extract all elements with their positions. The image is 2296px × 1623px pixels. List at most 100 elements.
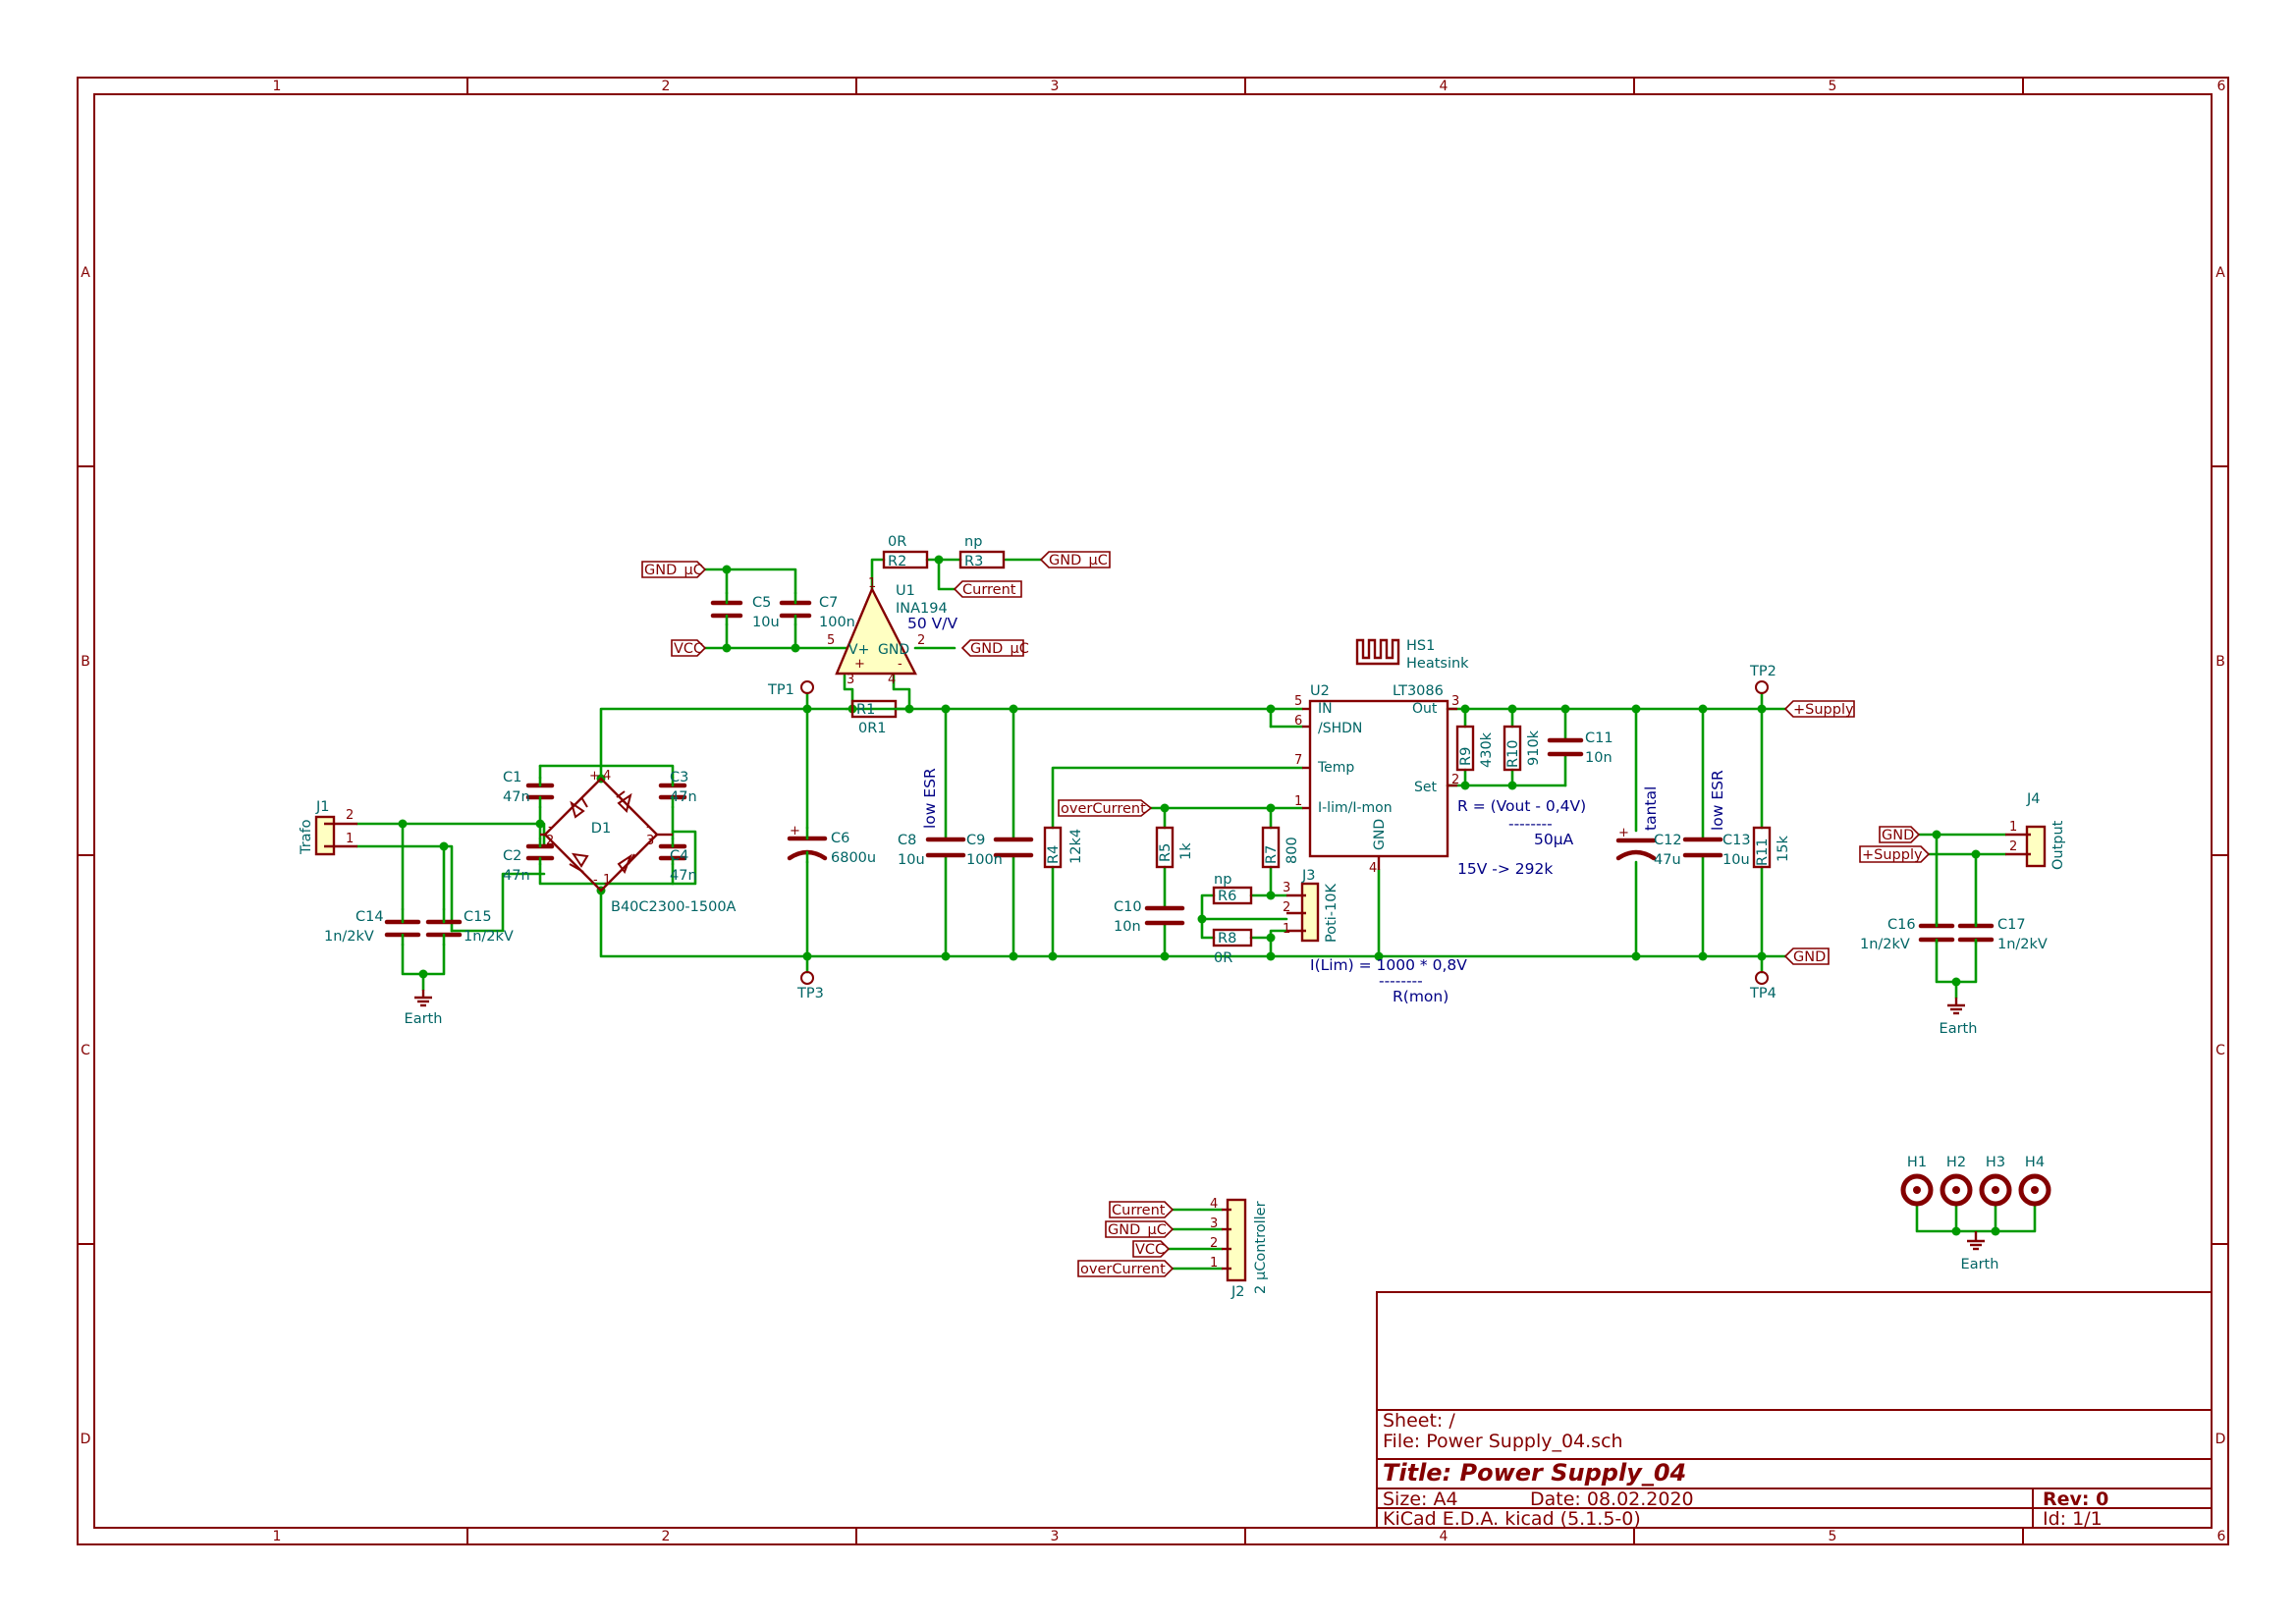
c8-ref: C8 bbox=[898, 833, 916, 848]
c6-value: 6800u bbox=[831, 850, 876, 866]
svg-text:GND: GND bbox=[1793, 949, 1826, 965]
row-label: C bbox=[2215, 1043, 2225, 1058]
earth-symbol-right: Earth bbox=[1940, 998, 1977, 1037]
net-label-supply-out[interactable]: +Supply bbox=[1783, 700, 1855, 718]
capacitor-c7[interactable]: C7 100n bbox=[779, 591, 855, 630]
tb-tool: KiCad E.D.A. kicad (5.1.5-0) bbox=[1383, 1508, 1641, 1530]
tb-rev: Rev: 0 bbox=[2043, 1488, 2108, 1510]
pin-number: 5 bbox=[827, 633, 835, 648]
pin-number: 4 bbox=[1210, 1197, 1218, 1212]
earth-symbol-holes: Earth bbox=[1961, 1231, 1998, 1272]
pin-number: 4 bbox=[603, 769, 611, 784]
net-label-gnd-j4[interactable]: GND bbox=[1879, 826, 1921, 843]
svg-text:GND_µC: GND_µC bbox=[1108, 1222, 1167, 1238]
capacitor-c9[interactable]: C9 100n bbox=[966, 833, 1034, 868]
capacitor-c8[interactable]: C8 10u low ESR bbox=[898, 768, 966, 868]
capacitor-c14[interactable]: C14 1n/2kV bbox=[324, 907, 421, 947]
net-label-j2-current[interactable]: Current bbox=[1109, 1201, 1175, 1218]
bridge-rectifier-d1[interactable]: D1 + 4 - 2 - 3 - 1 B40C2300-1500A bbox=[540, 769, 737, 915]
row-label: D bbox=[2215, 1432, 2226, 1447]
svg-text:GND_µC: GND_µC bbox=[970, 641, 1029, 657]
testpoint-tp2[interactable]: TP2 bbox=[1749, 664, 1777, 694]
capacitor-c4[interactable]: C4 47n bbox=[658, 837, 697, 884]
resistor-r10[interactable]: R10 910k bbox=[1503, 725, 1542, 772]
mounting-hole-h2[interactable]: H2 bbox=[1940, 1155, 1973, 1207]
pin-number: 2 bbox=[1451, 773, 1459, 787]
net-label-gnd-uc-2[interactable]: GND_µC bbox=[960, 639, 1029, 657]
tb-size: Size: A4 bbox=[1383, 1488, 1458, 1510]
net-label-gnd-out[interactable]: GND bbox=[1783, 947, 1830, 965]
testpoint-tp4[interactable]: TP4 bbox=[1749, 971, 1777, 1001]
tp3-ref: TP3 bbox=[796, 986, 824, 1001]
capacitor-c17[interactable]: C17 1n/2kV bbox=[1957, 917, 2048, 952]
capacitor-c12[interactable]: + C12 47u tantal bbox=[1615, 786, 1682, 868]
connector-j3[interactable]: J3 Poti-10K 3 2 1 bbox=[1283, 868, 1339, 943]
resistor-r3[interactable]: R3 np bbox=[958, 534, 1006, 569]
capacitor-c15[interactable]: C15 1n/2kV bbox=[425, 907, 514, 947]
connector-j1[interactable]: J1 Trafo 2 1 bbox=[299, 799, 357, 856]
c1-value: 47n bbox=[503, 789, 530, 805]
pin-number: 1 bbox=[1210, 1256, 1218, 1271]
j1-ref: J1 bbox=[315, 799, 330, 815]
testpoint-tp1[interactable]: TP1 bbox=[767, 680, 814, 698]
capacitor-c10[interactable]: C10 10n bbox=[1114, 899, 1185, 935]
capacitor-c5[interactable]: C5 10u bbox=[710, 591, 780, 630]
c4-ref: C4 bbox=[670, 848, 688, 864]
resistor-r7[interactable]: R7 800 bbox=[1261, 826, 1300, 869]
net-label-j2-gnd-uc[interactable]: GND_µC bbox=[1105, 1220, 1175, 1238]
r10-ref: R10 bbox=[1505, 739, 1521, 768]
c8-value: 10u bbox=[898, 852, 925, 868]
capacitor-c11[interactable]: C11 10n bbox=[1547, 730, 1613, 766]
capacitor-c1[interactable]: C1 47n bbox=[503, 770, 555, 809]
pin-number: 1 bbox=[2009, 820, 2017, 835]
net-label-j2-overcurrent[interactable]: overCurrent bbox=[1077, 1260, 1175, 1277]
capacitor-c3[interactable]: C3 47n bbox=[658, 770, 697, 809]
mounting-hole-h1[interactable]: H1 bbox=[1900, 1155, 1934, 1207]
net-label-gnd-uc-3[interactable]: GND_µC bbox=[1039, 551, 1111, 568]
capacitor-c16[interactable]: C16 1n/2kV bbox=[1860, 917, 1955, 952]
pin-number: 3 bbox=[1283, 881, 1290, 895]
net-label-current[interactable]: Current bbox=[953, 580, 1022, 598]
col-label: 1 bbox=[273, 1529, 282, 1544]
pin-number: 4 bbox=[1369, 861, 1377, 876]
capacitor-c2[interactable]: C2 47n bbox=[503, 837, 555, 884]
amplifier-u1[interactable]: U1 INA194 50 V/V V+ GND + - 1 2 3 4 5 bbox=[827, 576, 957, 687]
mounting-hole-h3[interactable]: H3 bbox=[1979, 1155, 2012, 1207]
net-label-supply-j4[interactable]: +Supply bbox=[1859, 845, 1931, 863]
resistor-r4[interactable]: R4 12k4 bbox=[1043, 826, 1084, 869]
resistor-r9[interactable]: R9 430k bbox=[1455, 725, 1495, 772]
net-label-vcc[interactable]: VCC bbox=[671, 639, 707, 657]
u2-ref: U2 bbox=[1310, 683, 1330, 699]
capacitor-c13[interactable]: C13 10u low ESR bbox=[1682, 770, 1751, 868]
c7-ref: C7 bbox=[819, 595, 838, 611]
resistor-r5[interactable]: R5 1k bbox=[1155, 826, 1194, 869]
row-label: B bbox=[81, 654, 90, 670]
connector-j4[interactable]: J4 Output 1 2 bbox=[2005, 791, 2066, 870]
j3-ref: J3 bbox=[1301, 868, 1316, 884]
resistor-r2[interactable]: R2 0R bbox=[882, 534, 929, 569]
capacitor-c6[interactable]: + C6 6800u bbox=[787, 824, 876, 866]
testpoint-tp3[interactable]: TP3 bbox=[796, 971, 824, 1001]
tp4-ref: TP4 bbox=[1749, 986, 1777, 1001]
resistor-r6[interactable]: R6 np bbox=[1212, 872, 1253, 905]
net-label-gnd-uc-1[interactable]: GND_µC bbox=[641, 561, 707, 578]
regulator-u2[interactable]: U2 LT3086 IN /SHDN Temp I-lim/I-mon Out … bbox=[1294, 683, 1459, 876]
earth-label: Earth bbox=[405, 1011, 443, 1027]
title-block: Sheet: / File: Power Supply_04.sch Title… bbox=[1376, 1291, 2213, 1530]
resistor-r11[interactable]: R11 15k bbox=[1752, 826, 1791, 869]
c3-ref: C3 bbox=[670, 770, 688, 785]
resistor-r1[interactable]: R1 0R1 bbox=[850, 699, 911, 736]
pin-number: 3 bbox=[847, 673, 854, 687]
u1-gnd: GND bbox=[878, 642, 909, 658]
u1-vplus: V+ bbox=[848, 642, 869, 658]
pin-number: 2 bbox=[917, 633, 925, 648]
c12-ref: C12 bbox=[1654, 833, 1682, 848]
net-label-overcurrent[interactable]: overCurrent bbox=[1058, 799, 1153, 817]
heatsink-hs1[interactable]: HS1 Heatsink bbox=[1355, 638, 1469, 672]
connector-j2[interactable]: 4 3 2 1 J2 2 µController bbox=[1210, 1197, 1269, 1300]
r2-ref: R2 bbox=[888, 554, 906, 569]
resistor-r8[interactable]: R8 0R bbox=[1212, 928, 1253, 966]
mounting-hole-h4[interactable]: H4 bbox=[2018, 1155, 2051, 1207]
c2-value: 47n bbox=[503, 868, 530, 884]
net-label-j2-vcc[interactable]: VCC bbox=[1132, 1240, 1171, 1258]
